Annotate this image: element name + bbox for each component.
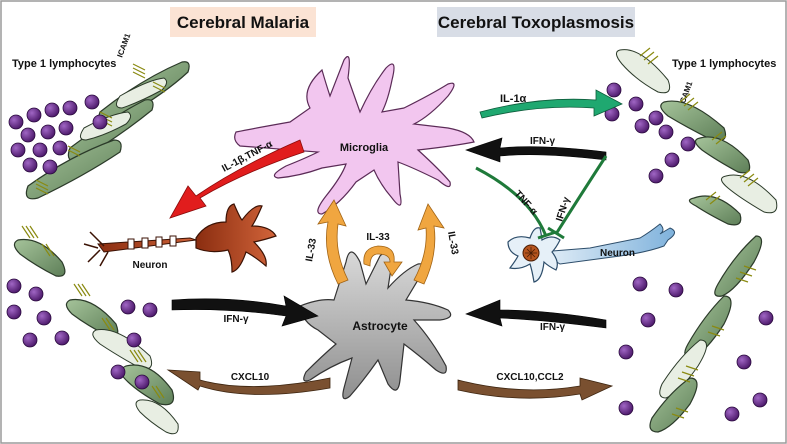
lymphocytes-left-bottom: [13, 225, 179, 435]
particles-right-bottom: [618, 276, 774, 422]
arrow-ifng-right: IFN-γ: [465, 299, 607, 333]
ifng-left-label: IFN-γ: [224, 314, 249, 325]
il33-left-label: IL-33: [304, 237, 319, 262]
particles-left-bottom: [6, 278, 158, 390]
neuron-left: Neuron: [83, 203, 277, 273]
header-right-text: Cerebral Toxoplasmosis: [438, 13, 634, 32]
lymphocytes-right-top: Type 1 lymphocytes ICAM1: [616, 47, 778, 226]
cxcl10-ccl2-label: CXCL10,CCL2: [496, 372, 564, 383]
header-cerebral-malaria: Cerebral Malaria: [170, 7, 316, 37]
neuron-right: Neuron: [507, 223, 675, 283]
arrow-il1b-tnfa: IL-1β,TNF-α: [169, 138, 305, 219]
header-right-bg: [437, 7, 635, 37]
header-left-text: Cerebral Malaria: [177, 13, 310, 32]
arrow-ifng-left: IFN-γ: [171, 295, 319, 327]
arrow-il33-left: IL-33: [304, 199, 349, 285]
particles-left-top: [8, 94, 108, 175]
arrow-cxcl10: CXCL10: [166, 369, 331, 395]
il33-center-label: IL-33: [366, 232, 390, 243]
icam1-left-label: ICAM1: [115, 32, 132, 59]
header-cerebral-toxoplasmosis: Cerebral Toxoplasmosis: [437, 7, 635, 37]
arrow-il33-right: IL-33: [413, 203, 460, 285]
arrow-cxcl10-ccl2: CXCL10,CCL2: [457, 372, 614, 401]
header-left-bg: [170, 7, 316, 37]
neuron-right-label: Neuron: [600, 248, 635, 259]
inhibition-tnfa: [475, 166, 557, 240]
neuron-left-label: Neuron: [133, 260, 168, 271]
tnfa-right-label: TNF-α: [512, 189, 540, 218]
il33-right-label: IL-33: [445, 231, 460, 256]
particles-right-top: [604, 82, 696, 184]
ifng-top-right-label: IFN-γ: [530, 136, 555, 147]
il1a-label: IL-1α: [500, 93, 527, 105]
cxcl10-label: CXCL10: [231, 372, 270, 383]
ifng-right-label: IFN-γ: [540, 322, 565, 333]
astrocyte-label: Astrocyte: [352, 319, 408, 333]
inhibition-ifng: [547, 155, 608, 240]
type1-lymphocytes-left-label: Type 1 lymphocytes: [12, 58, 116, 70]
microglia-label: Microglia: [340, 142, 389, 154]
arrow-il33-center: IL-33: [363, 232, 403, 277]
arrow-ifng-microglia: IFN-γ: [465, 136, 607, 163]
microglia-cell: Microglia: [234, 56, 475, 215]
ifng-vertical-label: IFN-γ: [554, 195, 572, 223]
arrow-il1a: IL-1α: [479, 89, 623, 119]
type1-lymphocytes-right-label: Type 1 lymphocytes: [672, 58, 776, 70]
lymphocytes-right-bottom: [649, 235, 763, 433]
